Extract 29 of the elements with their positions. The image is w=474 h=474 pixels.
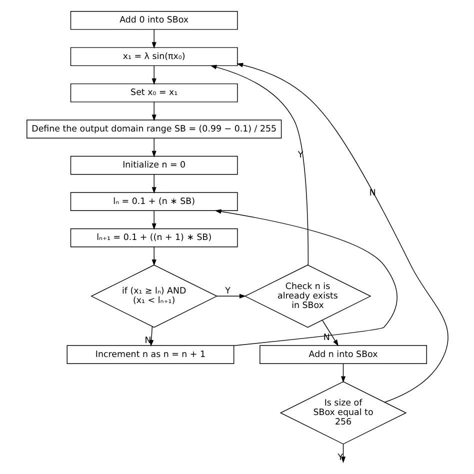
node-diamond: Check n is already exists in SBox bbox=[244, 264, 371, 328]
arrow bbox=[322, 320, 338, 346]
arrow bbox=[151, 29, 156, 49]
node-box: Increment n as n = n + 1 bbox=[66, 345, 234, 364]
node-box: lₙ = 0.1 + (n ∗ SB) bbox=[70, 192, 238, 211]
arrow bbox=[151, 210, 156, 230]
arrow bbox=[151, 246, 156, 266]
arrow bbox=[340, 363, 346, 383]
node-box: Add 0 into SBox bbox=[70, 10, 238, 30]
node-box: Set x₀ = x₁ bbox=[70, 83, 238, 102]
node-diamond: Is size of SBox equal to 256 bbox=[279, 381, 406, 444]
edge-label: Y bbox=[224, 286, 230, 297]
node-box: x₁ = λ sin(πx₀) bbox=[70, 47, 238, 66]
arrow bbox=[216, 294, 246, 298]
arrow bbox=[340, 444, 346, 464]
node-box: Define the output domain range SB = (0.99 − 0.1) / 255 bbox=[26, 120, 282, 139]
arrow bbox=[210, 64, 308, 266]
node-box: Add n into SBox bbox=[259, 345, 426, 364]
node-diamond: if (x₁ ≥ lₙ) AND (x₁ < lₙ₊₁) bbox=[90, 264, 218, 328]
node-box: lₙ₊₁ = 0.1 + ((n + 1) ∗ SB) bbox=[70, 228, 238, 248]
arrow bbox=[214, 209, 397, 346]
node-box: Initialize n = 0 bbox=[70, 156, 238, 175]
arrow bbox=[151, 65, 156, 85]
arrow bbox=[236, 62, 448, 403]
edge-label: Y bbox=[337, 452, 343, 463]
arrow bbox=[151, 174, 156, 194]
arrow bbox=[151, 138, 156, 158]
edge-label: N bbox=[322, 332, 330, 343]
arrow bbox=[151, 102, 156, 122]
